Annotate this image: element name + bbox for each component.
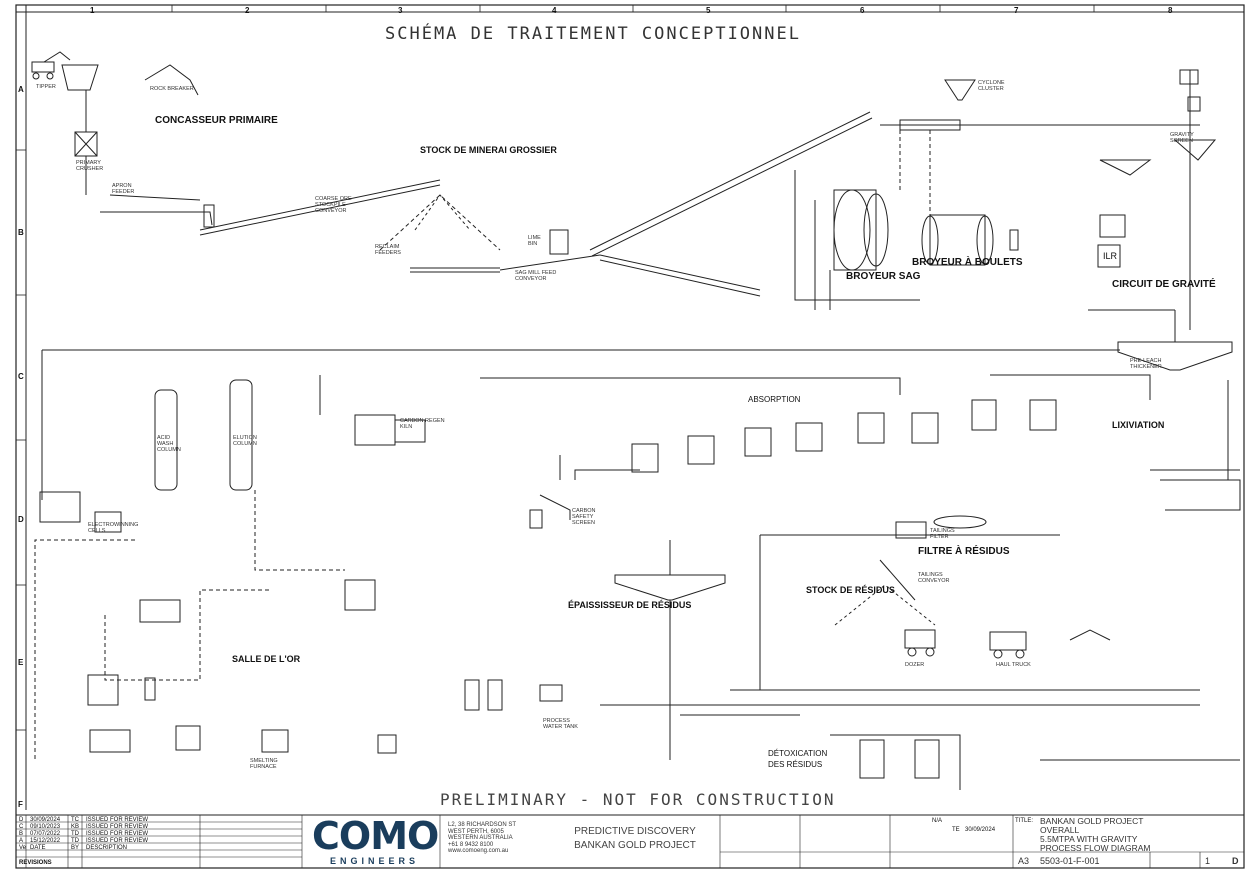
rev-letter: C xyxy=(19,824,23,830)
dozer-icon xyxy=(905,630,935,656)
equipment-label: TAILINGS CONVEYOR xyxy=(918,572,958,584)
equipment-label: APRON FEEDER xyxy=(112,183,152,195)
column-label: 4 xyxy=(552,6,556,15)
area-label-tailings-stockpile: STOCK DE RÉSIDUS xyxy=(806,586,895,595)
client-line-2: BANKAN GOLD PROJECT xyxy=(560,840,710,852)
area-label-ball-mill: BROYEUR À BOULETS xyxy=(912,258,1023,268)
plot-scale: N/A xyxy=(932,818,942,824)
area-label-sag-mill: BROYEUR SAG xyxy=(846,272,920,282)
rev-header: DATE xyxy=(30,845,46,851)
company-logo-sub: ENGINEERS xyxy=(330,856,419,866)
area-label-crusher: CONCASSEUR PRIMAIRE xyxy=(155,116,278,126)
row-label: E xyxy=(18,658,23,667)
rev-by: TD xyxy=(71,838,79,844)
rev-letter: D xyxy=(19,817,23,823)
column-label: 6 xyxy=(860,6,864,15)
rev-letter: A xyxy=(19,838,23,844)
area-label-leaching: LIXIVIATION xyxy=(1112,421,1164,430)
rev-header: BY xyxy=(71,845,79,851)
drawn-by: TE xyxy=(952,827,960,833)
area-label-absorption: ABSORPTION xyxy=(748,396,800,404)
area-label-tailings-filter: FILTRE À RÉSIDUS xyxy=(918,547,1009,557)
rev-desc: ISSUED FOR REVIEW xyxy=(86,831,148,837)
area-label-coarse-ore: STOCK DE MINERAI GROSSIER xyxy=(420,146,557,155)
equipment-label: SMELTING FURNACE xyxy=(250,758,290,770)
rev-date: 15/12/2022 xyxy=(30,838,60,844)
equipment-label: PRIMARY CRUSHER xyxy=(76,160,116,172)
rev-letter: B xyxy=(19,831,23,837)
equipment-label: ELECTROWINNING CELLS xyxy=(88,522,128,534)
sheet-size: A3 xyxy=(1018,857,1029,866)
column-label: 7 xyxy=(1014,6,1018,15)
drawing-number: 5503-01-F-001 xyxy=(1040,857,1100,866)
equipment-label: TIPPER xyxy=(36,84,56,90)
equipment-label: PROCESS WATER TANK xyxy=(543,718,583,730)
rev-date: 09/10/2023 xyxy=(30,824,60,830)
rev-by: TC xyxy=(71,817,79,823)
equipment-label: ILR xyxy=(1103,252,1117,261)
company-logo: COMO xyxy=(312,814,438,858)
sag-mill-shape xyxy=(834,190,888,270)
equipment-label: ROCK BREAKER xyxy=(150,86,194,92)
truck-icon xyxy=(990,632,1026,658)
equipment-label: CARBON SAFETY SCREEN xyxy=(572,508,602,526)
preliminary-watermark: PRELIMINARY - NOT FOR CONSTRUCTION xyxy=(440,792,836,808)
rev-date: 30/09/2024 xyxy=(30,817,60,823)
equipment-label: CYCLONE CLUSTER xyxy=(978,80,1008,92)
cil-tank-train xyxy=(632,400,1056,472)
drawing-title: SCHÉMA DE TRAITEMENT CONCEPTIONNEL xyxy=(385,26,801,43)
equipment-label: ELUTION COLUMN xyxy=(233,435,253,447)
equipment-label: CARBON REGEN KILN xyxy=(400,418,455,430)
area-label-gold-room: SALLE DE L'OR xyxy=(232,655,300,664)
equipment-label: HAUL TRUCK xyxy=(996,662,1031,668)
column-label: 3 xyxy=(398,6,402,15)
equipment-label: LIME BIN xyxy=(528,235,548,247)
equipment-label: DOZER xyxy=(905,662,924,668)
row-label: F xyxy=(18,800,23,809)
equipment-label: PRE-LEACH THICKENER xyxy=(1130,358,1165,370)
column-label: 1 xyxy=(90,6,94,15)
rev-header: Ve xyxy=(19,845,26,851)
revisions-title: REVISIONS xyxy=(19,860,52,866)
equipment-label: SAG MILL FEED CONVEYOR xyxy=(515,270,565,282)
column-label: 2 xyxy=(245,6,249,15)
area-label-detox: DÉTOXICATION DES RÉSIDUS xyxy=(768,748,838,770)
rev-desc: ISSUED FOR REVIEW xyxy=(86,817,148,823)
title-label: TITLE: xyxy=(1015,818,1033,824)
row-label: B xyxy=(18,228,24,237)
sheet-number: 1 xyxy=(1205,857,1210,866)
revision-letter: D xyxy=(1232,857,1239,866)
area-label-gravity: CIRCUIT DE GRAVITÉ xyxy=(1112,280,1216,290)
row-label: A xyxy=(18,85,24,94)
row-label: C xyxy=(18,372,24,381)
equipment-label: TAILINGS FILTER xyxy=(930,528,960,540)
project-title-4: PROCESS FLOW DIAGRAM xyxy=(1040,844,1151,853)
rev-desc: ISSUED FOR REVIEW xyxy=(86,838,148,844)
client-line-1: PREDICTIVE DISCOVERY xyxy=(560,826,710,838)
column-label: 5 xyxy=(706,6,710,15)
equipment-label: COARSE ORE STOCKPILE CONVEYOR xyxy=(315,196,365,214)
rev-by: KB xyxy=(71,824,79,830)
rev-desc: ISSUED FOR REVIEW xyxy=(86,824,148,830)
equipment-label: RECLAIM FEEDERS xyxy=(375,244,405,256)
row-label: D xyxy=(18,515,24,524)
rev-header: DESCRIPTION xyxy=(86,845,127,851)
rev-by: TD xyxy=(71,831,79,837)
column-label: 8 xyxy=(1168,6,1172,15)
area-label-tailings-thickener: ÉPAISSISSEUR DE RÉSIDUS xyxy=(568,601,691,610)
rev-date: 07/07/2022 xyxy=(30,831,60,837)
equipment-label: ACID WASH COLUMN xyxy=(157,435,177,453)
equipment-label: GRAVITY SCREEN xyxy=(1170,132,1205,144)
company-address: L2, 38 RICHARDSON ST WEST PERTH, 6005 WE… xyxy=(448,822,518,855)
drawn-date: 30/09/2024 xyxy=(965,827,995,833)
